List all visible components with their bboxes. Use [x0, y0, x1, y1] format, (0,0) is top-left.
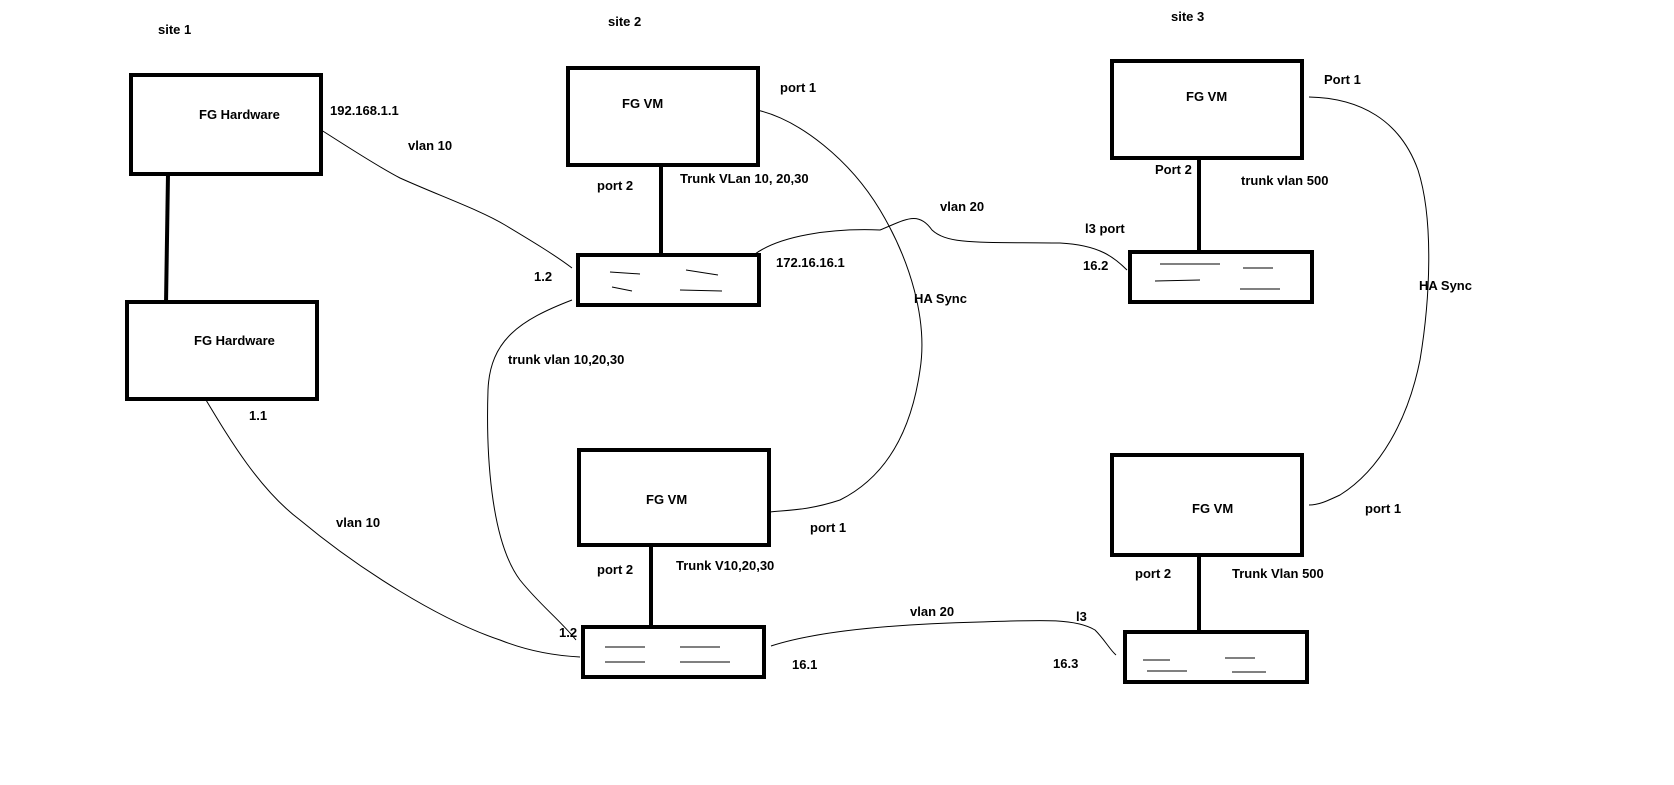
site1-label: site 1 — [158, 22, 191, 37]
site1-fg-hardware-top — [129, 73, 323, 176]
site3-label: site 3 — [1171, 9, 1204, 24]
label-s2-bottom-port2: port 2 — [597, 562, 633, 577]
label-s2-top-port1: port 1 — [780, 80, 816, 95]
label-vlan10-bottom: vlan 10 — [336, 515, 380, 530]
label-ha-sync-site3: HA Sync — [1419, 278, 1472, 293]
label-vlan20-bottom: vlan 20 — [910, 604, 954, 619]
site1-fg-hardware-top-label: FG Hardware — [199, 107, 280, 122]
label-s3-bottom-port1: port 1 — [1365, 501, 1401, 516]
label-s3-top-port2: Port 2 — [1155, 162, 1192, 177]
site2-fg-vm-top-label: FG VM — [622, 96, 663, 111]
label-ip-1-1: 1.1 — [249, 408, 267, 423]
label-s3-top-port1: Port 1 — [1324, 72, 1361, 87]
label-s3-bottom-port2: port 2 — [1135, 566, 1171, 581]
link-trunk-vlan-10-20-30 — [487, 299, 577, 641]
label-s2-bottom-port1: port 1 — [810, 520, 846, 535]
site3-fg-vm-top-label: FG VM — [1186, 89, 1227, 104]
link-vlan10-bottom — [205, 399, 581, 658]
site2-fg-vm-bottom-label: FG VM — [646, 492, 687, 507]
site3-fg-vm-top — [1110, 59, 1304, 160]
label-l3: l3 — [1076, 609, 1087, 624]
label-ip-16-2: 16.2 — [1083, 258, 1108, 273]
label-ip-172: 172.16.16.1 — [776, 255, 845, 270]
label-s3-top-trunk: trunk vlan 500 — [1241, 173, 1328, 188]
label-ip-16-3: 16.3 — [1053, 656, 1078, 671]
label-vlan20-top: vlan 20 — [940, 199, 984, 214]
label-s2-top-port2: port 2 — [597, 178, 633, 193]
label-ip-16-1: 16.1 — [792, 657, 817, 672]
switch-site2-top — [576, 253, 761, 307]
link-site1-fg-stack — [164, 173, 170, 305]
label-ip-1-2-top: 1.2 — [534, 269, 552, 284]
label-s3-bottom-trunk: Trunk Vlan 500 — [1232, 566, 1324, 581]
switch-site3-top — [1128, 250, 1314, 304]
site3-fg-vm-bottom-label: FG VM — [1192, 501, 1233, 516]
site2-fg-vm-top — [566, 66, 760, 167]
site1-fg-hardware-bottom-label: FG Hardware — [194, 333, 275, 348]
label-s2-top-trunk: Trunk VLan 10, 20,30 — [680, 171, 809, 186]
site1-fg-hardware-bottom — [125, 300, 319, 401]
site2-fg-vm-bottom — [577, 448, 771, 547]
label-ip-1-2-bottom: 1.2 — [559, 625, 577, 640]
switch-site2-bottom — [581, 625, 766, 679]
label-ip-192: 192.168.1.1 — [330, 103, 399, 118]
label-s2-bottom-trunk: Trunk V10,20,30 — [676, 558, 774, 573]
link-vlan20-bottom — [770, 619, 1117, 656]
site3-fg-vm-bottom — [1110, 453, 1304, 557]
site2-label: site 2 — [608, 14, 641, 29]
switch-site3-bottom — [1123, 630, 1309, 684]
link-ha-sync-site3 — [1308, 96, 1430, 506]
link-ha-sync-site2 — [756, 109, 923, 513]
label-l3-port: l3 port — [1085, 221, 1125, 236]
label-trunk-vlan-10-20-30: trunk vlan 10,20,30 — [508, 352, 624, 367]
link-vlan20-top — [754, 217, 1128, 271]
label-vlan10-top: vlan 10 — [408, 138, 452, 153]
label-ha-sync-site2: HA Sync — [914, 291, 967, 306]
link-vlan10-top — [317, 127, 573, 269]
